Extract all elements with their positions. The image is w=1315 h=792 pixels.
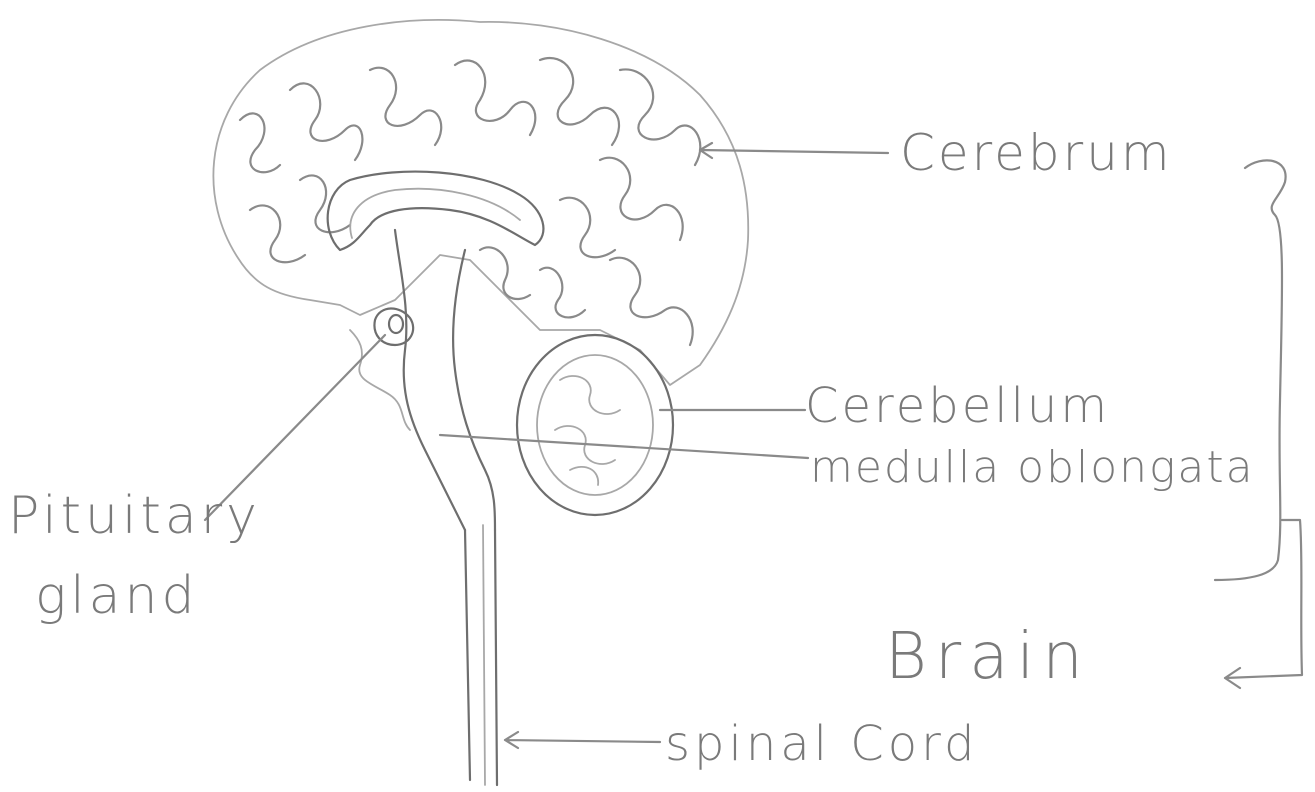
spinal-cord-right xyxy=(495,530,497,785)
brainstem-left xyxy=(395,230,465,530)
brain-bracket xyxy=(1215,160,1302,688)
cerebellum-inner xyxy=(537,355,653,495)
medulla-pointer xyxy=(440,435,808,458)
cerebellum-label: Cerebellum xyxy=(805,382,1110,430)
corpus-callosum-inner xyxy=(350,189,520,238)
cerebellum-outer xyxy=(517,335,673,515)
spinal-cord-left xyxy=(465,530,470,780)
brain-label: Brain xyxy=(885,625,1091,689)
pituitary-label-line1: Pituitary xyxy=(8,490,261,542)
corpus-callosum xyxy=(328,172,544,250)
pituitary-label-line2: gland xyxy=(35,570,198,622)
cerebrum-pointer xyxy=(700,143,888,158)
pituitary-inner xyxy=(389,315,403,333)
spinal-cord-pointer xyxy=(505,732,660,748)
cerebrum-label: Cerebrum xyxy=(900,128,1173,178)
brainstem-right xyxy=(453,250,495,530)
spinal-cord-label: spinal Cord xyxy=(665,720,978,768)
spinal-cord-mid xyxy=(483,525,485,785)
medulla-oblongata-label: medulla oblongata xyxy=(810,446,1255,490)
cerebrum-gyri xyxy=(240,58,700,345)
cerebellum-folia xyxy=(555,376,620,485)
cerebrum-outline xyxy=(213,20,748,385)
